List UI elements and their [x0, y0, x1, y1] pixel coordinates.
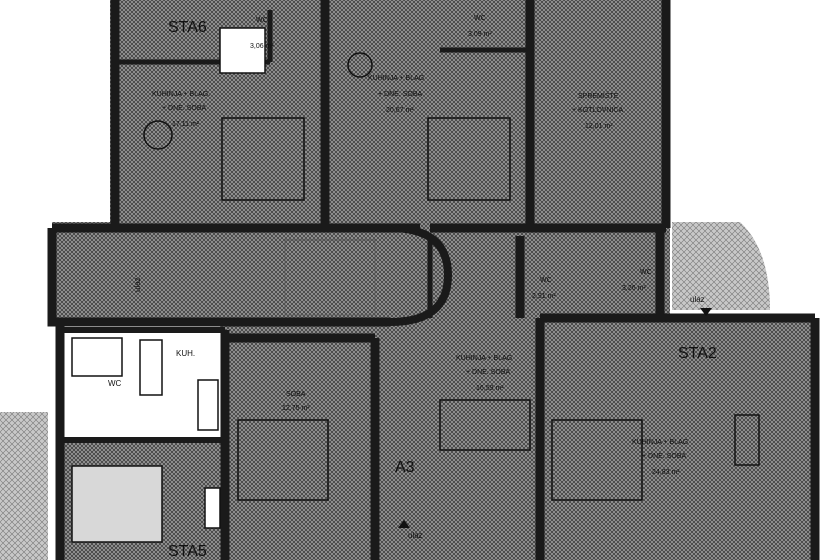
label-soba-area: 12,75 m²: [282, 405, 310, 412]
label-kitchen-mid-area: 20,67 m²: [386, 107, 414, 114]
label-sta2: STA2: [678, 345, 717, 362]
label-ulaz-bottom: ulaz: [408, 531, 423, 540]
label-storage-area: 12,01 m²: [585, 123, 613, 130]
label-kitchen-sta2-l2: + DNE. SOBA: [642, 453, 686, 460]
label-kitchen-sta2-area: 24,83 m²: [652, 469, 680, 476]
label-kitchen-a3-area: 16,59 m²: [476, 385, 504, 392]
walls: [47, 0, 820, 560]
furniture: [71, 27, 760, 543]
bed-left: [71, 465, 163, 543]
label-sta5: STA5: [168, 543, 207, 560]
label-wc-a3-area: 2,91 m²: [532, 293, 556, 300]
label-wc-sta6: WC: [256, 17, 268, 24]
label-wc-sta2-area: 3,26 m²: [622, 285, 646, 292]
entrance-arrow-right: [700, 308, 712, 316]
label-wc-left: WC: [108, 379, 122, 388]
table-a3: [439, 399, 531, 451]
dining-sta2: [734, 414, 760, 466]
label-kitchen-mid-l2: + DNE. SOBA: [378, 91, 422, 98]
label-wc-a3: WC: [540, 277, 552, 284]
label-wc-top-mid-area: 3,09 m²: [468, 31, 492, 38]
stair-area: [284, 239, 376, 316]
bed-middle: [427, 117, 511, 201]
outdoor-terrace-left: [0, 412, 48, 560]
label-sta6: STA6: [168, 19, 207, 36]
label-kitchen-a3-l2: + DNE. SOBA: [466, 369, 510, 376]
label-wc-sta6-area: 3,06 m²: [250, 43, 274, 50]
bed-sta2: [551, 419, 643, 501]
label-kuh: KUH.: [176, 349, 195, 358]
cabinet-left: [204, 487, 221, 529]
label-kitchen-sta6-l2: + DNE. SOBA: [162, 105, 206, 112]
label-ulaz-right: ulaz: [690, 295, 705, 304]
label-storage-l2: + KOTLOVNICA: [572, 107, 623, 114]
outdoor-terrace-right: [672, 222, 770, 310]
bath-sta6: [219, 27, 266, 74]
label-storage-l1: SPREMIŠTE: [578, 91, 619, 100]
wc-left-basin: [71, 337, 123, 377]
label-ulaz-left: ulaz: [133, 277, 142, 292]
entrance-markers: [398, 308, 712, 528]
label-soba: SOBA: [286, 391, 306, 398]
table-left: [197, 379, 219, 431]
room-labels: STA6 WC 3,06 m² WC 3,09 m² KUHINJA + BLA…: [108, 15, 717, 560]
bed-soba: [237, 419, 329, 501]
kitchen-left: [139, 339, 163, 396]
label-kitchen-sta6-area: 17,11 m²: [172, 121, 200, 128]
bed-sta6: [221, 117, 305, 201]
table-middle: [347, 52, 373, 78]
label-a3: A3: [395, 459, 415, 476]
label-kitchen-mid-l1: KUHINJA + BLAG: [368, 75, 424, 82]
label-kitchen-a3-l1: KUHINJA + BLAG: [456, 355, 512, 362]
label-wc-top-mid: WC: [474, 15, 486, 22]
table-sta6: [143, 120, 173, 150]
label-kitchen-sta2-l1: KUHINJA + BLAG: [632, 439, 688, 446]
label-kitchen-sta6-l1: KUHINJA + BLAG.: [152, 91, 210, 98]
label-wc-sta2: WC: [640, 269, 652, 276]
entrance-arrow-bottom: [398, 520, 410, 528]
